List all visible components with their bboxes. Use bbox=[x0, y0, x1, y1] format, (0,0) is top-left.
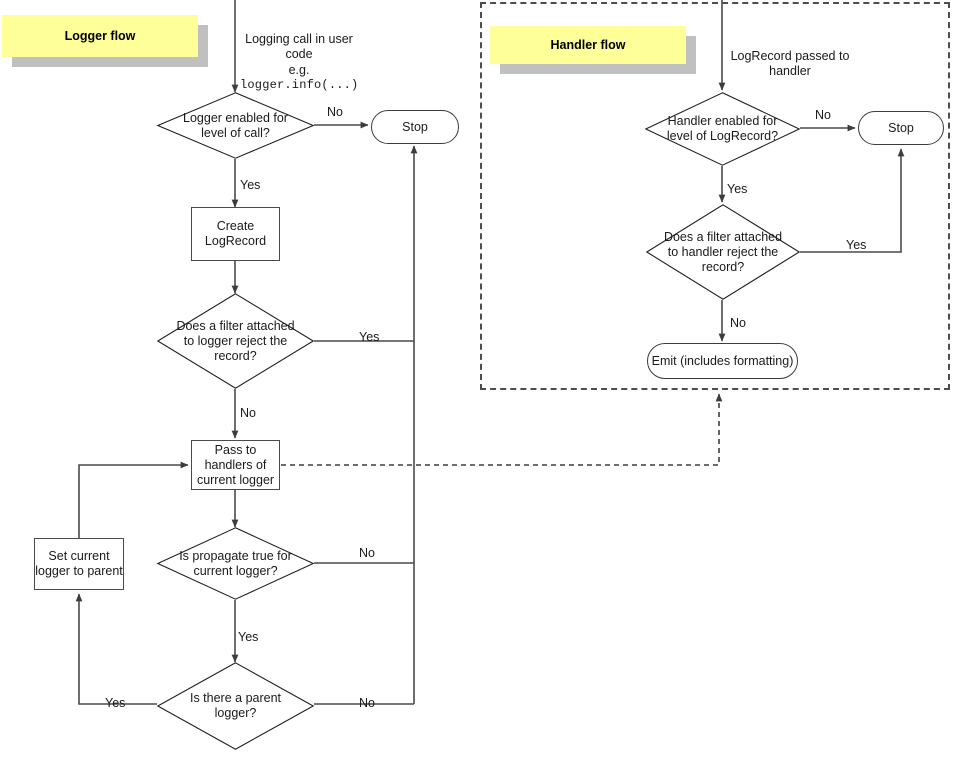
terminal-stop-handler-label: Stop bbox=[888, 120, 914, 135]
terminal-stop-logger-label: Stop bbox=[402, 119, 428, 134]
decision-is-propagate-label: Is propagate true for current logger? bbox=[179, 548, 292, 578]
edge-label-is-parent-yes: Yes bbox=[105, 696, 126, 710]
decision-logger-enabled: Logger enabled for level of call? bbox=[156, 92, 315, 159]
decision-handler-enabled: Handler enabled for level of LogRecord? bbox=[644, 92, 801, 166]
terminal-emit: Emit (includes formatting) bbox=[647, 343, 798, 379]
logger-flow-banner-label: Logger flow bbox=[64, 29, 136, 43]
process-set-current-logger-to-parent-label: Set current logger to parent bbox=[35, 549, 123, 578]
decision-logger-filter: Does a filter attached to logger reject … bbox=[156, 293, 315, 389]
process-create-logrecord-label: Create LogRecord bbox=[204, 219, 267, 248]
edge-handler-filter-yes bbox=[800, 148, 905, 253]
edge-label-handler-filter-no: No bbox=[730, 316, 746, 330]
terminal-stop-handler: Stop bbox=[858, 111, 944, 145]
process-set-current-logger-to-parent: Set current logger to parent bbox=[34, 538, 124, 590]
edge-is-parent-yes bbox=[75, 593, 157, 705]
decision-logger-enabled-label: Logger enabled for level of call? bbox=[183, 110, 288, 140]
decision-logger-filter-label: Does a filter attached to logger reject … bbox=[176, 318, 295, 363]
edge-label-handler-filter-yes: Yes bbox=[846, 238, 867, 252]
decision-is-parent-logger-label: Is there a parent logger? bbox=[189, 691, 282, 720]
handler-flow-banner-label: Handler flow bbox=[550, 38, 626, 52]
logger-flow-banner: Logger flow bbox=[2, 15, 198, 57]
edge-label-handler-enabled-yes: Yes bbox=[727, 182, 748, 196]
logger-entry-code: logger.info(...) bbox=[240, 78, 359, 92]
terminal-emit-label: Emit (includes formatting) bbox=[651, 353, 794, 368]
edge-set-parent-to-pass bbox=[78, 461, 189, 538]
edge-label-logger-enabled-no: No bbox=[327, 105, 343, 119]
edge-label-is-propagate-yes: Yes bbox=[238, 630, 259, 644]
decision-handler-filter: Does a filter attached to handler reject… bbox=[645, 204, 801, 300]
process-create-logrecord: Create LogRecord bbox=[191, 207, 280, 261]
edge-label-is-propagate-no: No bbox=[359, 546, 375, 560]
handler-entry-text-line: LogRecord passed to handler bbox=[730, 48, 850, 79]
edge-label-logger-filter-yes: Yes bbox=[359, 330, 380, 344]
logger-entry-text-line: Logging call in user code e.g. bbox=[245, 31, 353, 77]
decision-is-parent-logger: Is there a parent logger? bbox=[156, 662, 315, 750]
handler-entry-text: LogRecord passed to handler bbox=[726, 33, 854, 80]
edge-label-logger-enabled-yes: Yes bbox=[240, 178, 261, 192]
handler-flow-group bbox=[480, 2, 950, 390]
edge-label-logger-filter-no: No bbox=[240, 406, 256, 420]
edge-pass-to-handler-flow bbox=[281, 393, 723, 466]
handler-flow-banner: Handler flow bbox=[490, 26, 686, 64]
decision-handler-enabled-label: Handler enabled for level of LogRecord? bbox=[666, 114, 779, 143]
edge-label-handler-enabled-no: No bbox=[815, 108, 831, 122]
decision-handler-filter-label: Does a filter attached to handler reject… bbox=[663, 229, 783, 274]
edge-label-is-parent-no: No bbox=[359, 696, 375, 710]
process-pass-to-handlers-label: Pass to handlers of current logger bbox=[196, 442, 275, 487]
decision-is-propagate: Is propagate true for current logger? bbox=[156, 527, 315, 600]
process-pass-to-handlers: Pass to handlers of current logger bbox=[191, 440, 280, 490]
logger-entry-text: Logging call in user code e.g. logger.in… bbox=[240, 16, 358, 109]
terminal-stop-logger: Stop bbox=[371, 110, 459, 144]
